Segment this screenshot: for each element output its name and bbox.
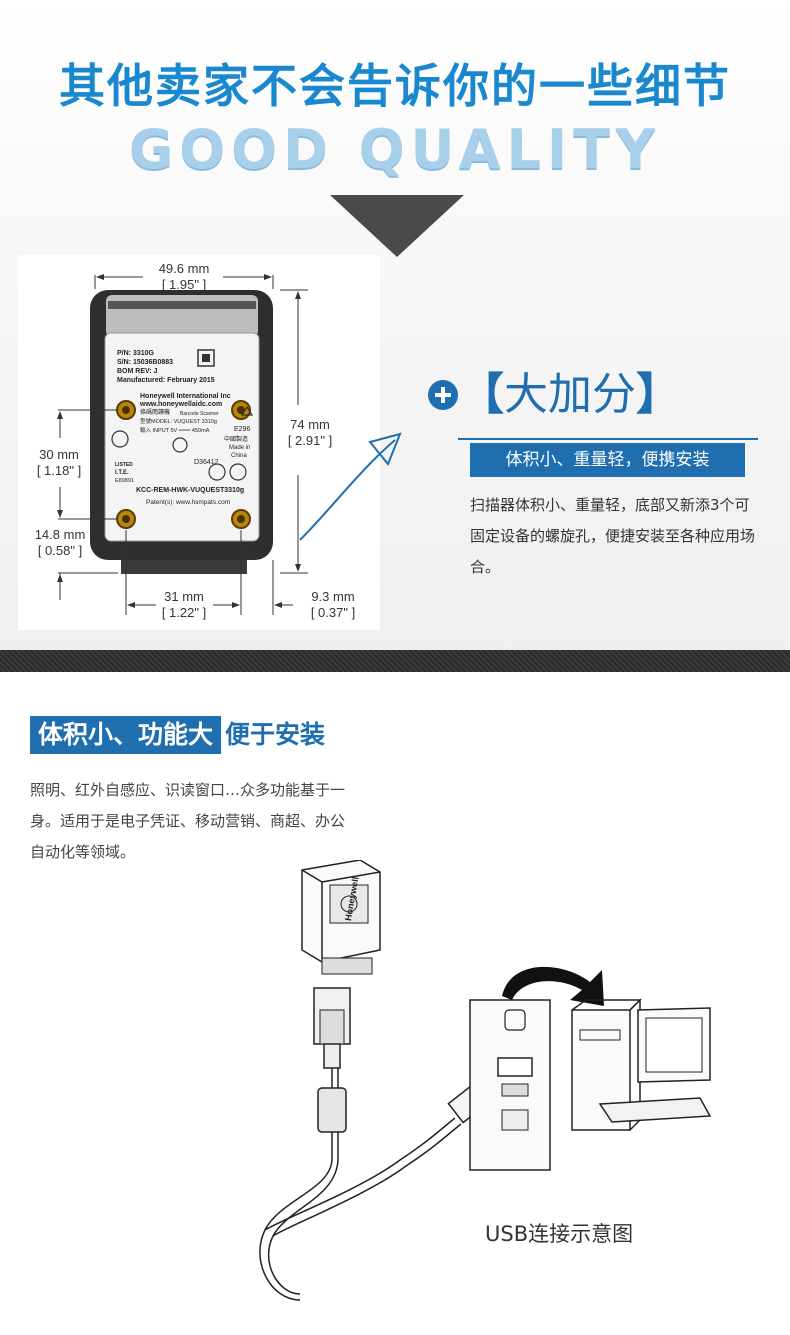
down-triangle-icon <box>330 195 464 257</box>
dim-height-in: [ 2.91" ] <box>287 433 333 448</box>
label-website: www.honeywellaidc.com <box>140 401 223 408</box>
good-quality-subheadline: GOOD QUALITY <box>128 118 662 181</box>
dim-hole-span-in: [ 1.18" ] <box>36 463 82 478</box>
plus-circle-icon <box>428 380 458 410</box>
dim-width-mm: 49.6 mm <box>158 261 210 276</box>
usb-connection-illustration <box>259 860 712 1301</box>
label-manufactured: Manufactured: February 2015 <box>117 377 215 384</box>
label-listed: LISTED <box>115 462 133 468</box>
label-product-cn: 條碼閱讀機 <box>140 410 171 416</box>
label-company: Honeywell International Inc <box>140 393 231 400</box>
section-divider-stripe <box>0 650 790 672</box>
section2-title: 体积小、功能大便于安装 <box>30 716 325 754</box>
dim-side-offset-label: 9.3 mm [ 0.37" ] <box>298 589 368 621</box>
dim-hole-span-label: 30 mm [ 1.18" ] <box>24 447 94 479</box>
dim-height-label: 74 mm [ 2.91" ] <box>270 417 350 449</box>
label-made-in: Made in <box>229 445 251 451</box>
dim-bottom-offset-in: [ 0.58" ] <box>37 543 83 558</box>
usb-caption: USB连接示意图 <box>485 1222 634 1246</box>
label-e296: E296 <box>234 426 251 433</box>
label-patents: Patent(s): www.hsmpats.com <box>146 499 231 506</box>
section2-description: 照明、红外自感应、识读窗口…众多功能基于一身。适用于是电子凭证、移动营销、商超、… <box>30 781 346 861</box>
label-pn: P/N: 3310G <box>117 350 154 357</box>
dim-bottom-offset-mm: 14.8 mm <box>34 527 86 542</box>
label-model: 型號MODEL: VUQUEST 3310g <box>140 419 217 425</box>
label-d36412: D36412 <box>194 459 219 466</box>
label-kcc: KCC-REM-HWK-VUQUEST3310g <box>136 487 245 494</box>
feature-description: 扫描器体积小、重量轻，底部又新添3个可固定设备的螺旋孔，便捷安装至各种应用场合。 <box>470 496 756 576</box>
label-made-cn: 中國製造 <box>224 437 249 443</box>
bracket-close: 】 <box>636 369 680 420</box>
curved-arrow-icon <box>299 432 402 541</box>
label-china: China <box>231 453 247 459</box>
label-sn: S/N: 15036B0883 <box>117 359 174 366</box>
dim-side-offset-in: [ 0.37" ] <box>310 605 356 620</box>
dim-hole-span-mm: 30 mm <box>39 447 79 462</box>
page-headline: 其他卖家不会告诉你的一些细节 <box>59 59 731 113</box>
dim-hole-spacing-mm: 31 mm <box>164 589 204 604</box>
section2-title-box: 体积小、功能大 <box>30 716 222 754</box>
dimension-drawing: 49.6 mm [ 1.95" ] 74 mm [ 2.91" ] 30 mm … <box>18 255 380 630</box>
dim-width-in: [ 1.95" ] <box>161 277 207 292</box>
label-input: 輸入 INPUT 5V ═══ 450mA <box>140 428 210 434</box>
section2-title-rest: 便于安装 <box>225 720 326 749</box>
dim-width-label: 49.6 mm [ 1.95" ] <box>144 261 224 293</box>
label-e89891: E89891 <box>115 478 134 484</box>
dim-side-offset-mm: 9.3 mm <box>311 589 355 604</box>
feature-divider <box>458 438 758 440</box>
dim-hole-spacing-label: 31 mm [ 1.22" ] <box>146 589 222 621</box>
dim-height-mm: 74 mm <box>290 417 330 432</box>
label-product-en: Barcode Scanner <box>180 411 219 417</box>
scanner-outline-drawing <box>57 274 308 615</box>
dim-hole-spacing-in: [ 1.22" ] <box>161 605 207 620</box>
dim-bottom-offset-label: 14.8 mm [ 0.58" ] <box>20 527 100 559</box>
bracket-open: 【 <box>460 369 504 420</box>
bonus-title: 【大加分】 <box>460 365 680 425</box>
scanner-device-drawing <box>301 860 381 975</box>
label-ite: I.T.E. <box>115 470 129 476</box>
bonus-title-word: 大加分 <box>504 369 636 420</box>
label-bom: BOM REV: J <box>117 368 158 375</box>
feature-highlight-bar: 体积小、重量轻，便携安装 <box>470 443 745 477</box>
